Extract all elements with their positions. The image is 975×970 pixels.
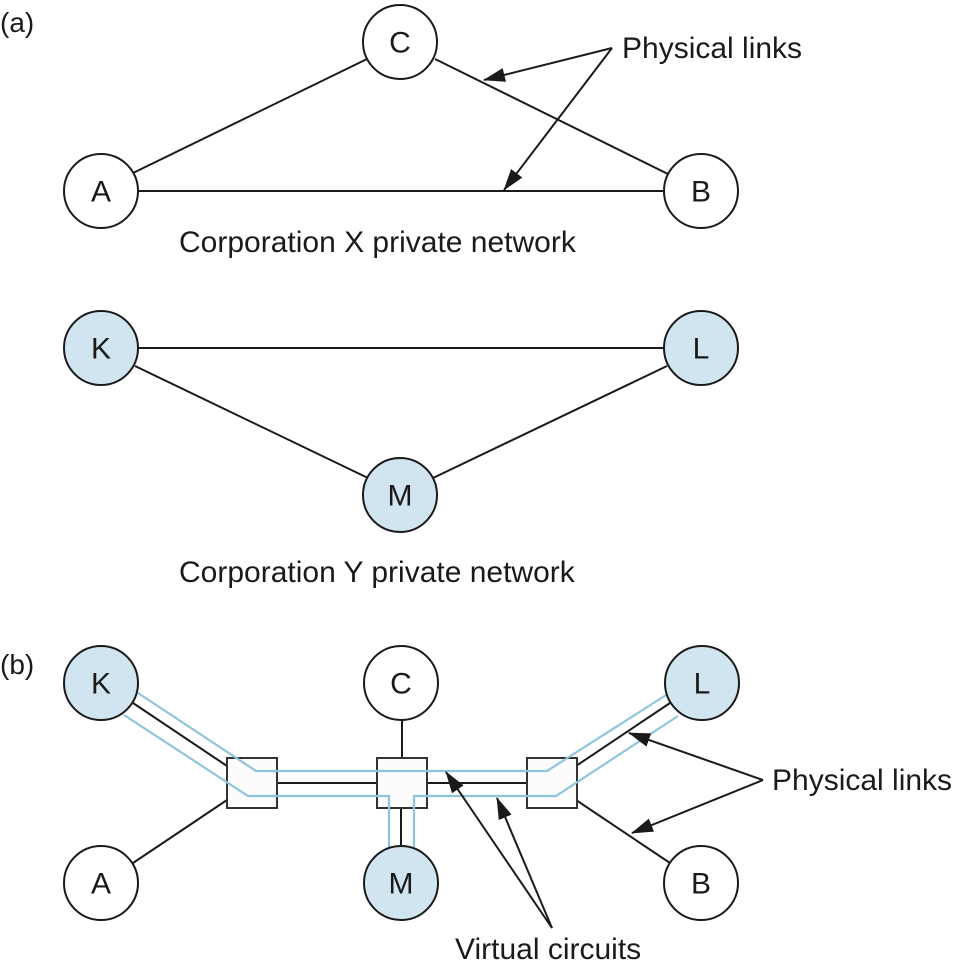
network-x-links bbox=[132, 58, 669, 192]
physical-links-annotation-b: Physical links bbox=[628, 732, 952, 834]
virtual-circuits-annotation: Virtual circuits bbox=[445, 771, 641, 966]
switch-left bbox=[226, 757, 278, 809]
node-k-circle bbox=[63, 645, 139, 721]
node-a-label: A bbox=[91, 176, 111, 209]
node-m-label: M bbox=[388, 480, 413, 513]
node-l-label: L bbox=[694, 668, 711, 701]
node-k-label: K bbox=[91, 668, 111, 701]
node-k-y: K bbox=[63, 310, 139, 386]
node-c-circle bbox=[362, 4, 438, 80]
network-y-links bbox=[134, 347, 668, 479]
node-b-circle bbox=[663, 845, 739, 921]
arrow-to-plink-s3-b bbox=[631, 779, 764, 834]
node-l-y: L bbox=[663, 310, 739, 386]
vc-m-l bbox=[412, 715, 679, 847]
plink-s3-b bbox=[575, 799, 671, 864]
node-c-label: C bbox=[389, 27, 411, 60]
vc-k-l bbox=[137, 689, 675, 773]
arrow-to-link-a-b bbox=[503, 47, 613, 191]
node-b-label: B bbox=[691, 176, 711, 209]
node-a-b: A bbox=[63, 845, 139, 921]
link-a-c bbox=[132, 58, 368, 174]
link-c-b bbox=[434, 58, 669, 175]
node-l-circle bbox=[663, 310, 739, 386]
physical-links-b bbox=[132, 702, 671, 864]
node-a-circle bbox=[63, 845, 139, 921]
node-a-x: A bbox=[63, 153, 139, 229]
node-l-b: L bbox=[664, 645, 740, 721]
panel-a-label: (a) bbox=[0, 7, 34, 38]
node-l-label: L bbox=[693, 333, 710, 366]
node-a-circle bbox=[63, 153, 139, 229]
plink-s3-l bbox=[575, 702, 671, 767]
node-a-label: A bbox=[91, 868, 111, 901]
node-k-b: K bbox=[63, 645, 139, 721]
panel-b-label: (b) bbox=[0, 649, 34, 680]
caption-corporation-x: Corporation X private network bbox=[179, 226, 577, 259]
arrow-to-plink-s3-l bbox=[628, 732, 764, 781]
arrow-to-link-c-b bbox=[483, 47, 613, 82]
link-k-m bbox=[134, 365, 369, 479]
virtual-circuits-label: Virtual circuits bbox=[455, 933, 641, 966]
virtual-circuits bbox=[123, 689, 679, 847]
node-b-b: B bbox=[663, 845, 739, 921]
plink-k-s1 bbox=[132, 702, 228, 767]
node-c-x: C bbox=[362, 4, 438, 80]
node-m-circle bbox=[362, 457, 438, 533]
node-c-b: C bbox=[363, 645, 439, 721]
node-k-circle bbox=[63, 310, 139, 386]
arrow-to-vc-lower bbox=[496, 797, 553, 929]
switch-right bbox=[526, 757, 578, 809]
node-l-circle bbox=[664, 645, 740, 721]
node-m-circle bbox=[363, 845, 439, 921]
physical-links-label-a: Physical links bbox=[622, 32, 802, 65]
node-b-x: B bbox=[663, 153, 739, 229]
node-m-label: M bbox=[389, 868, 414, 901]
node-m-b: M bbox=[363, 845, 439, 921]
node-k-label: K bbox=[91, 333, 111, 366]
node-b-label: B bbox=[691, 868, 711, 901]
node-b-circle bbox=[663, 153, 739, 229]
physical-links-annotation-a: Physical links bbox=[483, 32, 802, 191]
physical-links-label-b: Physical links bbox=[772, 764, 952, 797]
plink-a-s1 bbox=[132, 799, 228, 864]
switch-middle bbox=[376, 757, 428, 809]
arrow-to-vc-upper bbox=[445, 771, 553, 929]
node-c-circle bbox=[363, 645, 439, 721]
node-c-label: C bbox=[390, 668, 412, 701]
caption-corporation-y: Corporation Y private network bbox=[179, 556, 576, 589]
vc-k-m bbox=[123, 714, 391, 847]
node-m-y: M bbox=[362, 457, 438, 533]
link-m-l bbox=[432, 365, 668, 479]
